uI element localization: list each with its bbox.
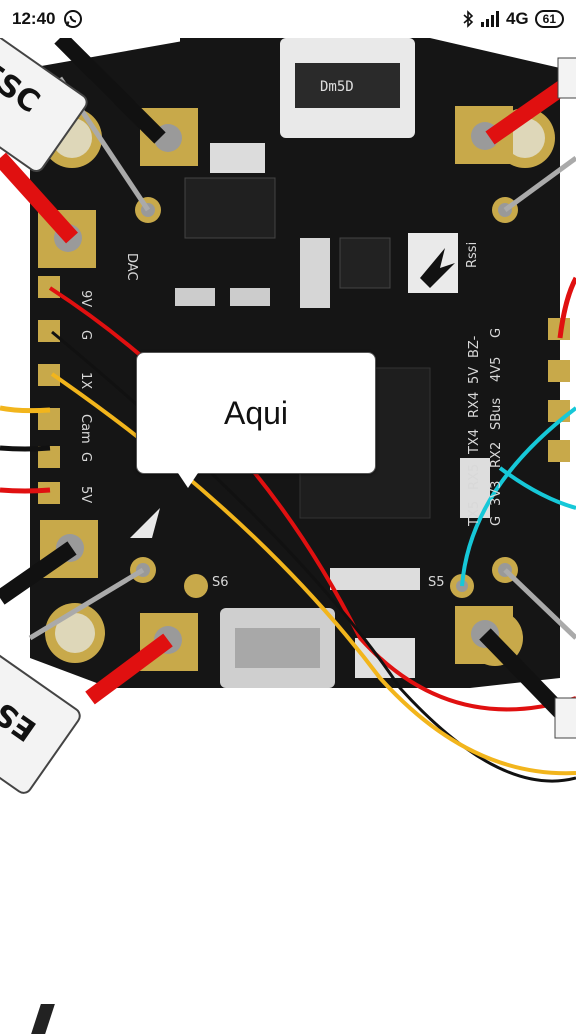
whatsapp-notification-icon xyxy=(64,10,83,28)
cropped-stroke-mark xyxy=(31,1004,55,1034)
pad-label-tx4: TX4 xyxy=(467,429,482,455)
pad-label-s5: S5 xyxy=(428,575,445,590)
pad-label-5v: 5V xyxy=(78,486,93,503)
chip-label: Dm5D xyxy=(320,79,354,95)
status-time: 12:40 xyxy=(12,9,56,28)
status-left: 12:40 xyxy=(12,9,83,29)
pad-label-sbus: SBus xyxy=(489,398,504,430)
pad-label-4v5: 4V5 xyxy=(489,357,504,382)
pad-label-bz: BZ- xyxy=(467,335,482,358)
pad-label-rx5: RX5 xyxy=(467,464,482,490)
pad-label-5v-right: 5V xyxy=(467,367,482,384)
pad-label-rssi: Rssi xyxy=(465,242,480,268)
callout-pointer xyxy=(176,470,200,488)
pad-label-3v3: 3V3 xyxy=(489,481,504,506)
pad-label-g4: G xyxy=(489,328,504,338)
pad-label-tx5: TX5 xyxy=(467,501,482,527)
pad-label-rx4: RX4 xyxy=(467,392,482,418)
pad-label-s6: S6 xyxy=(212,575,229,590)
pad-label-g2: G xyxy=(78,452,93,462)
pad-label-rx2: RX2 xyxy=(489,442,504,468)
annotation-callout: Aqui xyxy=(136,352,376,474)
network-type: 4G xyxy=(505,9,529,28)
pad-label-1x: 1X xyxy=(78,372,93,389)
status-right: 4G 61 xyxy=(462,9,564,29)
pad-label-g3: G xyxy=(489,516,504,526)
battery-indicator: 61 xyxy=(534,10,564,28)
flight-controller-photo: Dm5D ESC ESC 9V G 1X Cam G xyxy=(0,38,576,794)
pad-label-9v: 9V xyxy=(78,290,93,307)
pad-label-g1: G xyxy=(78,330,93,340)
pad-label-cam: Cam xyxy=(78,414,93,444)
pad-label-dac: DAC xyxy=(124,253,139,281)
bluetooth-icon xyxy=(463,10,474,28)
status-bar: 12:40 4G 61 xyxy=(0,0,576,38)
signal-strength-icon xyxy=(480,11,499,27)
callout-text: Aqui xyxy=(223,394,289,431)
